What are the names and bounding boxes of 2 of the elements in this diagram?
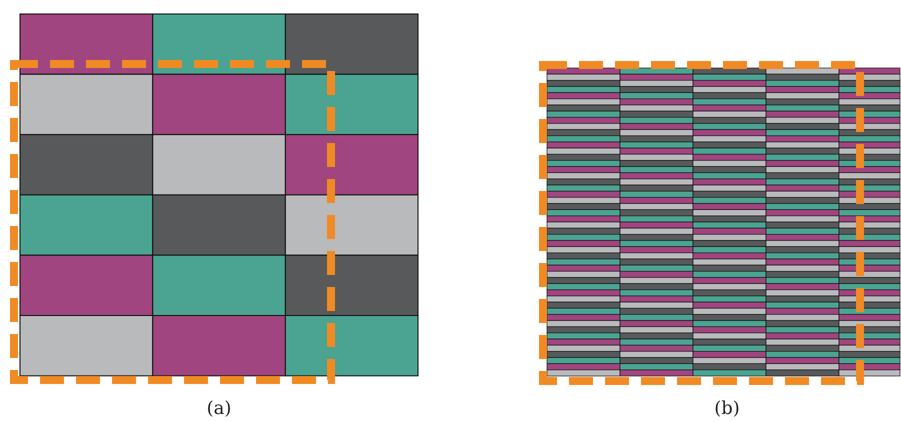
panel-label: (a) [206,398,232,419]
panel-label: (b) [714,398,740,419]
